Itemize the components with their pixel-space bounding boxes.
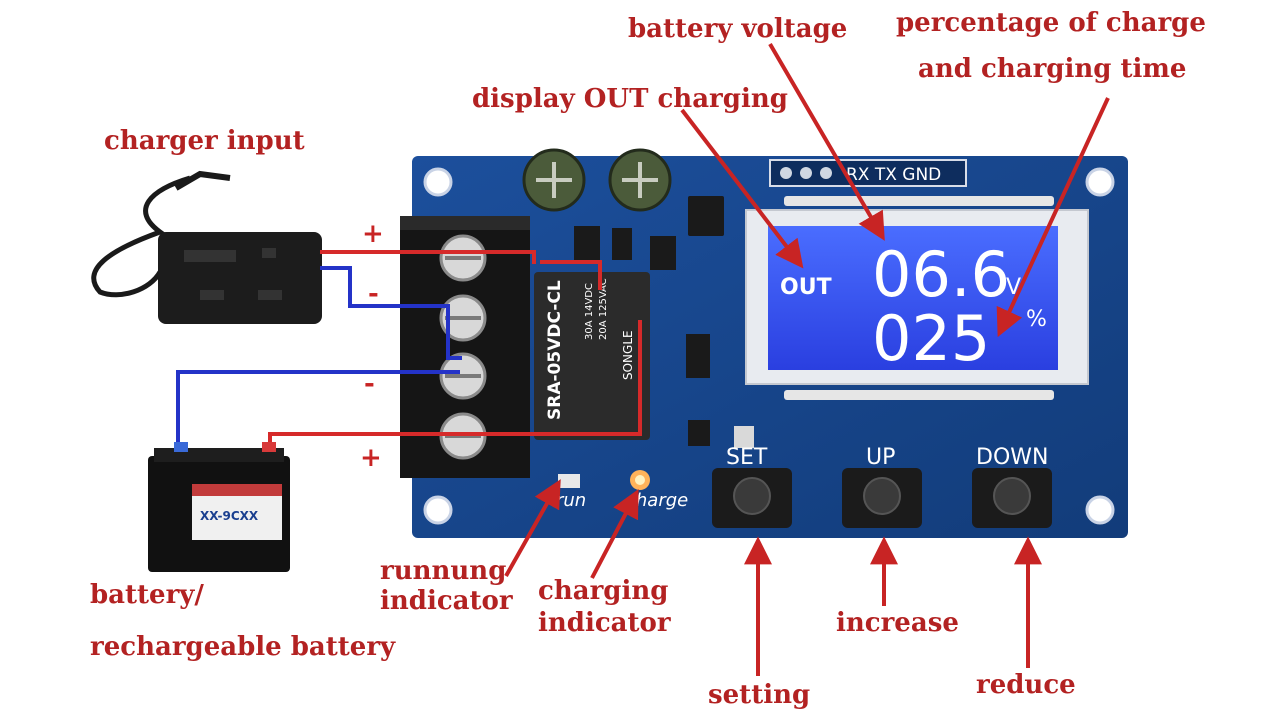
annotation-arrows <box>504 42 1110 676</box>
label-battery-voltage: battery voltage <box>628 14 848 44</box>
lcd-voltage-value: 06.6 <box>872 238 1010 311</box>
button-down-body: DOWN <box>972 445 1052 528</box>
button-set-body: SET <box>712 445 792 528</box>
button-down-label: DOWN <box>976 445 1048 470</box>
polarity-plus-top: + <box>362 219 384 249</box>
label-charger-input: charger input <box>104 126 305 156</box>
polarity-plus-bottom: + <box>360 443 382 473</box>
battery: XX-9CXX <box>148 442 290 572</box>
led-charge-label: charge <box>626 490 688 511</box>
lcd-pins <box>784 196 1054 400</box>
arrow-running-indicator <box>504 479 561 577</box>
label-setting: setting <box>708 680 811 710</box>
label-percentage-line1: percentage of charge <box>896 8 1206 38</box>
led-run-label: run <box>556 490 586 511</box>
serial-header: RX TX GND <box>769 159 967 187</box>
smd-components <box>574 196 754 448</box>
relay-model: SRA-05VDC-CL <box>545 280 565 420</box>
lcd-out-label: OUT <box>780 275 832 300</box>
label-battery-line1: battery/ <box>90 580 204 610</box>
capacitors <box>522 148 672 212</box>
arrow-display-out <box>680 108 804 269</box>
label-running-line1: runnung <box>380 556 507 586</box>
mounting-holes <box>423 167 1115 525</box>
label-reduce: reduce <box>976 670 1076 700</box>
label-display-out-charging: display OUT charging <box>472 84 788 114</box>
terminal-block <box>400 216 530 478</box>
relay-rating-2: 20A 125VAC <box>598 278 609 340</box>
led-charge: charge <box>626 470 688 511</box>
button-set-label: SET <box>726 445 768 470</box>
relay-rating-1: 30A 14VDC <box>584 283 595 340</box>
arrow-percentage <box>996 97 1110 338</box>
label-battery-line2: rechargeable battery <box>90 632 396 662</box>
lcd-percent-value: 025 <box>872 302 990 375</box>
label-percentage-line2: and charging time <box>918 54 1187 84</box>
lcd-percent-unit: % <box>1026 307 1047 332</box>
battery-label: XX-9CXX <box>200 509 259 523</box>
arrow-charging-indicator <box>590 489 639 579</box>
wiring <box>176 250 642 442</box>
header-label: RX TX GND <box>846 165 941 185</box>
label-charging-line2: indicator <box>538 608 671 638</box>
polarity-minus-bottom: - <box>364 369 375 399</box>
charger-adapter <box>91 170 322 324</box>
led-run: run <box>556 474 586 511</box>
lcd-display: OUT 06.6 V 025 % <box>745 209 1089 385</box>
polarity-minus-top: - <box>368 279 379 309</box>
arrow-battery-voltage <box>768 42 885 241</box>
relay: SRA-05VDC-CL 30A 14VDC 20A 125VAC SONGLE <box>534 272 650 440</box>
label-charging-line1: charging <box>538 576 669 606</box>
relay-brand: SONGLE <box>621 330 635 380</box>
label-increase: increase <box>836 608 959 638</box>
button-up-body: UP <box>842 445 922 528</box>
button-up-label: UP <box>866 445 895 470</box>
label-running-line2: indicator <box>380 586 513 616</box>
